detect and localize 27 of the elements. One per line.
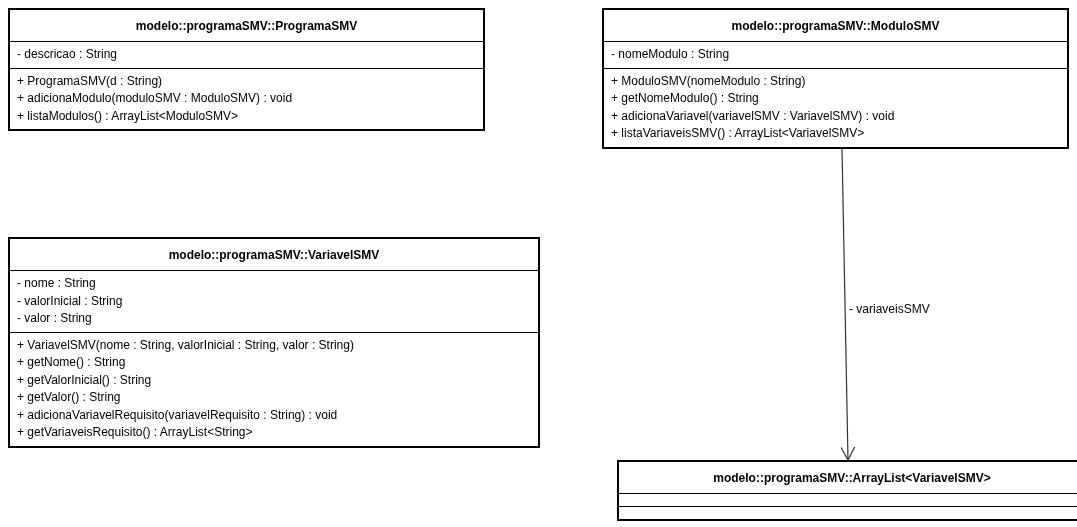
attribute-text: - valorInicial : String bbox=[17, 292, 123, 310]
class-name: modelo::programaSMV::ProgramaSMV bbox=[134, 18, 359, 35]
attribute-text: - nome : String bbox=[17, 275, 96, 292]
class-name: modelo::programaSMV::ArrayList<VariavelSMV> bbox=[712, 470, 992, 487]
method-text: + getValorInicial() : String bbox=[17, 371, 152, 389]
attribute-text: - descricao : String bbox=[17, 46, 118, 63]
method-text: + listaModulos() : ArrayList<ModuloSMV> bbox=[17, 107, 239, 125]
class-box bbox=[8, 237, 540, 448]
class-box bbox=[602, 8, 1069, 149]
method-text: + adicionaVariavel(variavelSMV : VariavelSMV) : void bbox=[611, 107, 895, 125]
method-text: + getNomeModulo() : String bbox=[611, 90, 759, 107]
attribute-text: - nomeModulo : String bbox=[611, 46, 730, 63]
class-name: modelo::programaSMV::ModuloSMV bbox=[730, 18, 941, 35]
class-box bbox=[617, 460, 1077, 521]
method-text: + VariavelSMV(nome : String, valorInicial : String, valor : String) bbox=[17, 336, 354, 354]
association-arrow bbox=[840, 147, 856, 461]
method-text: + getVariaveisRequisito() : ArrayList<String> bbox=[17, 424, 253, 441]
method-text: + ProgramaSMV(d : String) bbox=[17, 72, 163, 90]
class-name: modelo::programaSMV::VariavelSMV bbox=[167, 247, 381, 264]
method-text: + adicionaVariavelRequisito(variavelRequisito : String) : void bbox=[17, 406, 338, 424]
attribute-text: - valor : String bbox=[17, 310, 92, 327]
method-text: + getValor() : String bbox=[17, 389, 121, 406]
method-text: + getNome() : String bbox=[17, 354, 126, 371]
class-box bbox=[8, 8, 485, 131]
method-text: + listaVariaveisSMV() : ArrayList<VariavelSMV> bbox=[611, 125, 865, 142]
method-text: + adicionaModulo(moduloSMV : ModuloSMV) : void bbox=[17, 90, 293, 107]
method-text: + ModuloSMV(nomeModulo : String) bbox=[611, 72, 806, 90]
